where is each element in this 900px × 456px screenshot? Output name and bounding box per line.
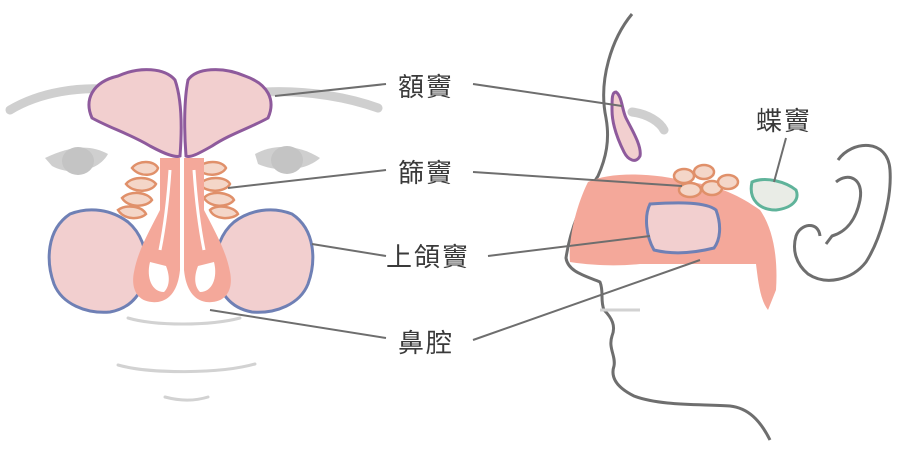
label-ethmoid-sinus: 篩竇 — [398, 159, 454, 189]
chin-line — [165, 397, 208, 400]
frontal-sinus-left — [89, 70, 181, 157]
leader-nasal-front — [210, 310, 386, 338]
leader-maxillary-front — [312, 244, 386, 256]
leader-sphenoid — [774, 138, 786, 182]
label-nasal-cavity: 鼻腔 — [398, 329, 454, 359]
label-frontal-sinus: 額竇 — [398, 73, 454, 103]
right-eyebrow — [265, 92, 378, 108]
front-view — [10, 70, 378, 400]
label-maxillary-sinus: 上頜竇 — [386, 243, 470, 273]
label-sphenoid-sinus: 蝶竇 — [756, 107, 812, 137]
side-view — [566, 14, 890, 440]
leader-ethmoid-front — [228, 170, 386, 188]
frontal-sinus-right — [185, 70, 271, 157]
ethmoid-cells-left — [118, 162, 158, 218]
leader-nasal-side — [473, 260, 700, 340]
frontal-sinus-side — [612, 92, 640, 160]
upper-lip-line — [128, 318, 240, 324]
ear-inner — [826, 177, 861, 244]
maxillary-sinus-right — [216, 210, 313, 312]
maxillary-sinus-left — [49, 210, 146, 312]
sphenoid-sinus — [751, 180, 797, 210]
mouth-line — [118, 364, 255, 372]
leader-frontal-side — [473, 84, 622, 106]
ear — [795, 145, 891, 280]
maxillary-sinus-side — [647, 203, 720, 253]
side-eyebrow — [632, 112, 664, 130]
